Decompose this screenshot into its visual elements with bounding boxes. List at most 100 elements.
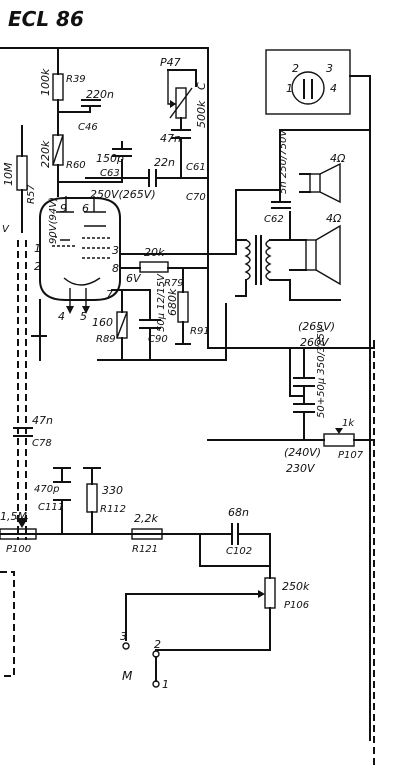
pentode-anode-wire <box>119 189 237 255</box>
c46-value: 220n <box>86 88 114 101</box>
r91-value: 680k <box>166 288 179 316</box>
c111-ref: C111 <box>38 502 64 513</box>
p106-wiper-wire <box>125 593 259 641</box>
c111-value: 470p <box>34 484 59 495</box>
cathode-heater <box>63 277 101 286</box>
p107-wiper <box>335 428 343 434</box>
r60-adjust-mark <box>52 134 64 166</box>
transformer-secondary <box>265 239 272 281</box>
p106-wiper <box>258 590 265 598</box>
elko-tap-wire <box>289 347 305 397</box>
heater-arrows <box>66 306 90 314</box>
p107-value: 1k <box>342 418 355 429</box>
output-jack-socket <box>291 71 325 105</box>
ecl86-tube-envelope <box>39 197 121 301</box>
cathode-voltage: 6V <box>126 272 142 285</box>
c102-bypass-wire <box>199 533 271 567</box>
elko-cap-1 <box>293 377 315 387</box>
p100-pot <box>0 528 37 540</box>
r121-resistor <box>131 528 163 540</box>
p47-adjust-mark <box>169 87 193 119</box>
primary-bottom-lead <box>235 279 247 297</box>
c78-value: 47n <box>32 414 53 427</box>
r89-ref: R89 <box>96 334 116 345</box>
c102-ref: C102 <box>226 546 252 557</box>
c102-wires <box>221 533 271 579</box>
p47-value: 500k <box>195 100 208 128</box>
p47-top-wire <box>167 69 197 87</box>
p106-pot <box>264 577 276 609</box>
c102-capacitor <box>231 523 239 545</box>
r57-value: 10M <box>2 162 15 186</box>
jack-pin-2: 2 <box>292 62 299 75</box>
p106-bottom-wire <box>155 607 271 651</box>
c90-value: 50µ 12/15V <box>156 273 167 332</box>
r89-adjust-mark <box>116 311 128 339</box>
left-dashed-module <box>0 571 15 677</box>
p106-ref: P106 <box>284 600 309 611</box>
r39-resistor <box>52 73 64 101</box>
p100-ref: P100 <box>6 544 31 555</box>
tube-anode-leads <box>65 196 95 212</box>
transformer-primary <box>244 239 251 281</box>
pentode-plates <box>84 211 106 227</box>
p106-value: 250k <box>282 580 310 593</box>
c61-value: 47n <box>160 132 181 145</box>
pin-1: 1 <box>34 242 41 255</box>
pin-6: 6 <box>82 202 89 215</box>
c62-value: 5n 250/750V <box>278 129 289 194</box>
r112-value: 330 <box>102 484 123 497</box>
r39-value: 100k <box>39 68 52 96</box>
left-edge-v: V <box>2 224 10 235</box>
mic-pin-3-terminal <box>122 642 130 650</box>
jack-pin-3: 3 <box>326 62 333 75</box>
output-jack-box <box>265 49 351 115</box>
c61-ref: C61 <box>186 162 206 173</box>
pin-3: 3 <box>112 244 119 257</box>
c46-ref: C46 <box>78 122 98 133</box>
voltage-260: 260V <box>300 336 330 349</box>
pin-2: 2 <box>34 260 41 273</box>
r60-value: 220k <box>39 140 52 168</box>
mic-pin-3: 3 <box>120 630 127 643</box>
speaker-2-magnet <box>305 239 317 271</box>
r60-ref: R60 <box>66 160 86 171</box>
triode-elements <box>55 211 74 241</box>
p47-wiper-arrow <box>170 100 176 108</box>
mic-pin-1: 1 <box>162 678 169 691</box>
r79-value: 20k <box>144 246 165 259</box>
speaker-1-leads <box>299 173 311 193</box>
cathode-return-wire <box>97 303 227 361</box>
r39-ref: R39 <box>66 74 86 85</box>
secondary-bottom-lead <box>269 279 341 301</box>
c63-ref: C63 <box>100 168 120 179</box>
pin-9: 9 <box>60 202 67 215</box>
speaker-1-magnet <box>309 173 321 193</box>
voltage-230: 230V <box>286 462 316 475</box>
p47-tag: C <box>195 82 208 90</box>
c62-ref: C62 <box>264 214 284 225</box>
supply-top-voltage: 250V(265V) <box>90 188 156 201</box>
jack-pin-4: 4 <box>330 82 337 95</box>
voltage-265: (265V) <box>298 320 335 333</box>
anode-voltage: 90V(94V) <box>48 197 59 244</box>
r121-value: 2,2k <box>134 512 158 525</box>
r112-ref: R112 <box>100 504 126 515</box>
top-rail-wire <box>0 47 209 297</box>
p100-wiper <box>16 518 28 528</box>
p47-ref: P47 <box>160 56 181 69</box>
r91-ref: R91 <box>190 326 210 337</box>
r112-ground <box>83 467 101 485</box>
mic-pin-2: 2 <box>154 638 161 651</box>
r121-ref: R121 <box>132 544 158 555</box>
r112-resistor <box>86 483 98 513</box>
c63-wire <box>57 159 123 183</box>
speaker-2-impedance: 4Ω <box>326 212 342 225</box>
c78-capacitor <box>13 427 33 437</box>
right-bus-wire <box>349 75 371 741</box>
r91-resistor <box>177 291 189 323</box>
speaker-1-impedance: 4Ω <box>330 152 346 165</box>
speaker-2-cone <box>315 224 341 286</box>
c111-ground <box>53 467 71 481</box>
